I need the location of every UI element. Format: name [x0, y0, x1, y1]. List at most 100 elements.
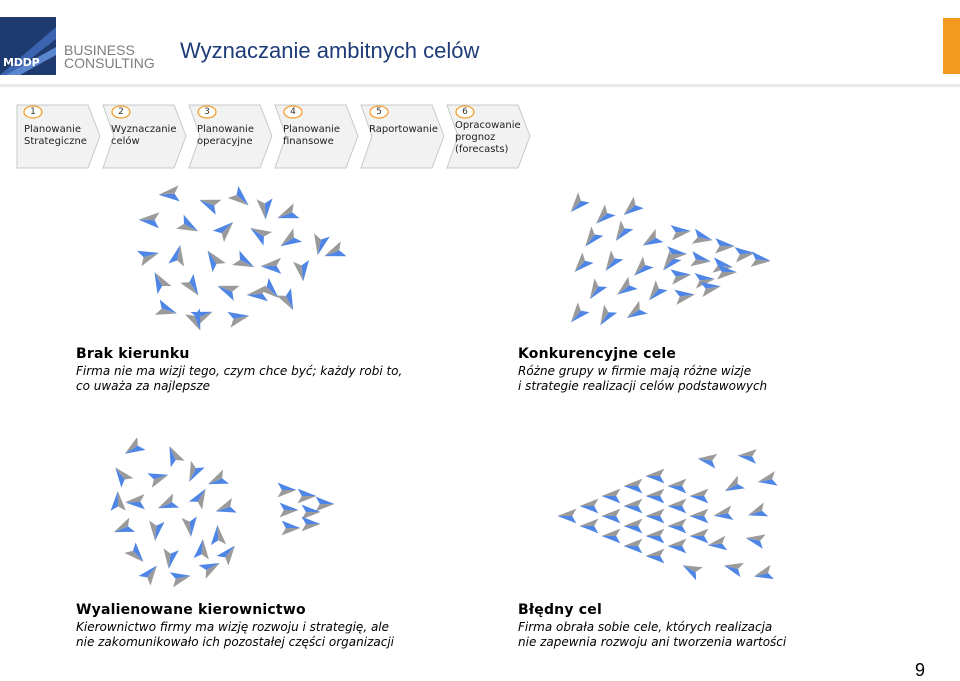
arrow-icon [745, 534, 766, 549]
arrow-icon [199, 199, 222, 215]
arrow-icon [115, 467, 134, 488]
arrow-icon [623, 518, 643, 534]
arrow-icon [324, 241, 347, 257]
arrow-icon [301, 516, 321, 532]
caption-title: Brak kierunku [76, 346, 190, 362]
arrow-icon [198, 563, 220, 579]
arrow-icon [748, 502, 769, 517]
logo-text: MDDP [3, 56, 40, 69]
arrow-icon [188, 488, 206, 510]
arrow-icon [689, 488, 709, 504]
step-label-line: Raportowanie [369, 124, 439, 135]
caption-title: Wyalienowane kierownictwo [76, 602, 306, 618]
step-label: Planowanie finansowe [283, 124, 340, 148]
arrow-icon [232, 250, 255, 268]
step-number: 2 [118, 107, 124, 117]
caption-text-line: nie zapewnia rozwoju ani tworzenia warto… [518, 635, 787, 649]
arrow-icon [216, 545, 235, 566]
step-label: Opracowanie prognoz (forecasts) [455, 120, 521, 156]
arrow-icon [674, 289, 695, 305]
accent-tab [943, 18, 960, 74]
chevron-shape-icon [360, 104, 445, 169]
arrow-icon [667, 498, 687, 514]
arrow-icon [570, 192, 590, 213]
arrow-icon [276, 288, 294, 311]
arrow-icon [215, 497, 237, 513]
page-title: Wyznaczanie ambitnych celów [180, 38, 480, 63]
caption-text-line: co uważa za najlepsze [76, 379, 211, 393]
arrow-icon [113, 517, 136, 533]
arrow-icon [158, 185, 180, 202]
arrow-icon [715, 238, 735, 254]
flock-alienated-management-illustration [110, 438, 335, 588]
step-label-line: Planowanie [24, 124, 81, 135]
arrow-icon [147, 473, 169, 488]
arrow-icon [315, 496, 335, 512]
arrow-icon [723, 562, 744, 578]
arrow-icon [110, 491, 126, 511]
flock-competing-goals-illustration [570, 192, 770, 326]
arrow-icon [757, 471, 778, 486]
step-number: 6 [462, 107, 468, 117]
arrow-icon [585, 226, 604, 247]
caption-text-line: Różne grupy w firmie mają różne wizje [518, 364, 752, 378]
arrow-icon [574, 252, 594, 273]
step-label: Raportowanie [369, 124, 438, 136]
chevron-shape-icon [102, 104, 187, 169]
arrow-icon [210, 525, 227, 546]
arrow-icon [293, 260, 310, 282]
arrow-icon [157, 493, 180, 509]
brand-line-1: BUSINESS [64, 42, 135, 58]
flock-no-direction-illustration [136, 185, 347, 331]
caption-text-line: i strategie realizacji celów podstawowyc… [518, 379, 768, 393]
arrow-icon [737, 449, 757, 464]
arrow-icon [217, 285, 240, 301]
arrow-icon [691, 228, 713, 244]
process-steps: 1 Planowanie Strategiczne 2 Wyznaczanie … [16, 104, 536, 174]
step-number: 5 [376, 107, 382, 117]
arrow-icon [193, 539, 209, 560]
caption-title: Konkurencyjne cele [518, 346, 677, 362]
arrow-icon [207, 469, 230, 485]
chevron-shape-icon [274, 104, 359, 169]
arrow-icon [181, 516, 197, 537]
step-label-line: finansowe [283, 136, 334, 147]
arrow-icon [667, 478, 687, 494]
caption-bledny-cel: Błędny cel Firma obrała sobie cele, któr… [518, 602, 786, 650]
slide-header: MDDP BUSINESS CONSULTING Wyznaczanie amb… [0, 0, 960, 88]
arrow-icon [753, 564, 774, 580]
arrow-icon [154, 299, 177, 315]
arrow-icon [277, 482, 297, 498]
arrow-icon [169, 446, 185, 468]
arrow-icon [163, 548, 179, 569]
caption-brak-kierunku: Brak kierunku Firma nie ma wizji tego, c… [76, 346, 402, 394]
caption-text-line: nie zakomunikowało ich pozostałej części… [76, 635, 394, 649]
chevron-shape-icon [446, 104, 531, 169]
arrow-icon [600, 304, 618, 326]
step-6: 6 Opracowanie prognoz (forecasts) [446, 104, 531, 170]
step-label-line: celów [111, 136, 140, 147]
arrow-icon [149, 520, 165, 541]
step-3: 3 Planowanie operacyjne [188, 104, 273, 170]
arrow-icon [301, 504, 321, 520]
arrow-icon [645, 488, 665, 504]
arrow-icon [697, 453, 718, 469]
arrow-icon [707, 535, 728, 551]
step-4: 4 Planowanie finansowe [274, 104, 359, 170]
step-label-line: Strategiczne [24, 136, 87, 147]
logo-swoosh-icon [0, 27, 56, 75]
arrow-icon [645, 468, 665, 484]
arrow-icon [601, 508, 621, 524]
arrow-icon [670, 225, 691, 241]
arrow-icon [734, 247, 755, 263]
arrow-icon [596, 204, 616, 224]
arrow-icon [623, 538, 643, 554]
caption-text-line: Firma obrała sobie cele, których realiza… [518, 620, 773, 634]
arrow-icon [125, 493, 146, 510]
step-number: 4 [290, 107, 296, 117]
arrow-icon [189, 460, 205, 482]
arrow-icon [667, 538, 687, 554]
step-label-line: Wyznaczanie [111, 124, 177, 135]
arrow-icon [690, 251, 711, 267]
arrow-icon [558, 508, 577, 524]
